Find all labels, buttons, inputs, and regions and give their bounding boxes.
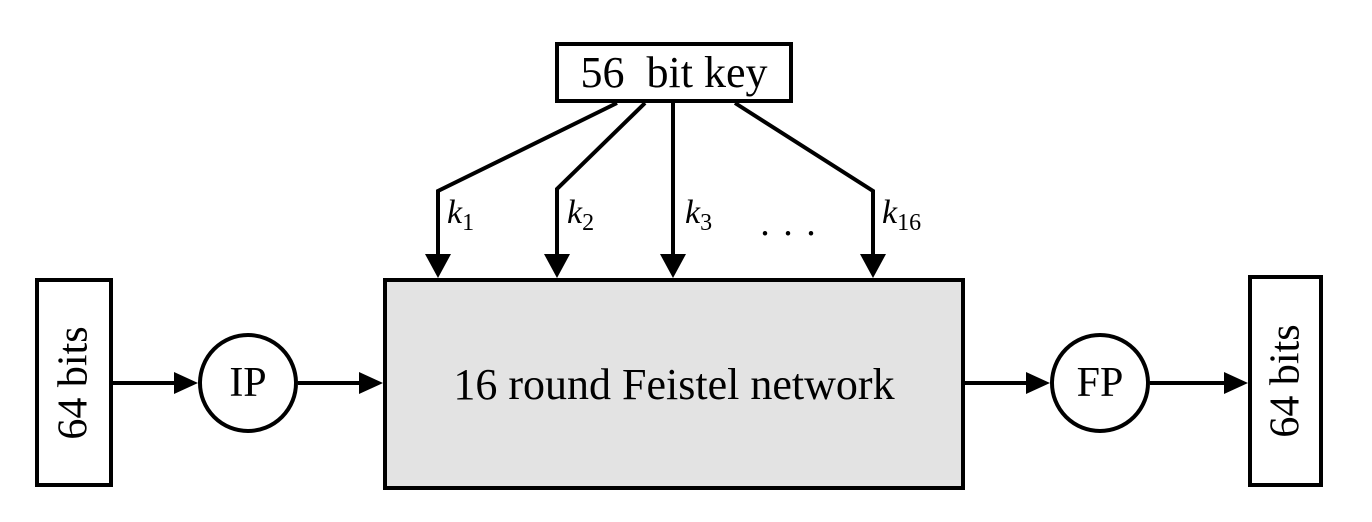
round-key-label-k3: k3 [685, 194, 713, 236]
key-arrow-k1 [425, 101, 618, 278]
round-key-label-k1: k1 [447, 194, 475, 236]
key-box-label: 56 bit key [580, 48, 768, 97]
arrow-ip-to-feistel [298, 372, 383, 394]
key-arrow-k2 [544, 101, 647, 278]
key-arrow-k3 [660, 103, 686, 278]
output-bits-box: 64 bits [1248, 275, 1323, 487]
feistel-label: 16 round Feistel network [453, 359, 895, 409]
round-key-ellipsis: . . . [760, 202, 818, 244]
final-permutation-node: FP [1050, 333, 1150, 433]
fp-label: FP [1076, 360, 1124, 406]
input-bits-label: 64 bits [51, 325, 97, 440]
output-bits-label: 64 bits [1262, 324, 1309, 438]
arrow-input-to-ip [113, 372, 198, 394]
key-box: 56 bit key [555, 42, 793, 103]
arrow-feistel-to-fp [965, 372, 1050, 394]
key-arrow-k16 [733, 101, 886, 278]
ip-label: IP [229, 360, 267, 406]
arrow-fp-to-output [1150, 372, 1248, 394]
feistel-network-box: 16 round Feistel network [383, 278, 965, 490]
round-key-label-k2: k2 [567, 194, 595, 236]
input-bits-box: 64 bits [35, 278, 113, 487]
initial-permutation-node: IP [198, 333, 298, 433]
round-key-label-k16: k16 [882, 194, 922, 236]
